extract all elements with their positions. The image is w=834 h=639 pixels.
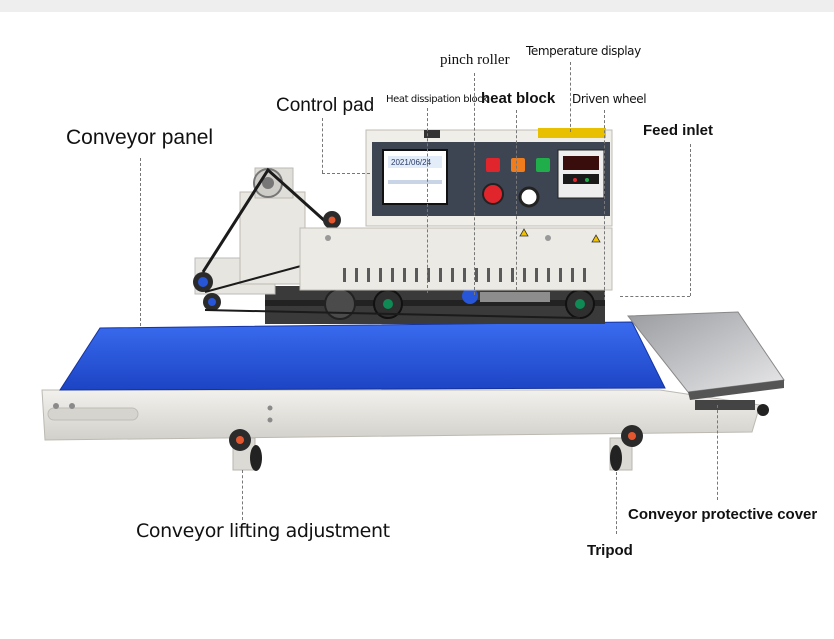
leader-tripod	[616, 472, 617, 534]
leader-heat-dissipation	[427, 108, 428, 293]
leader-temperature-display	[570, 62, 571, 132]
leader-driven-wheel	[604, 110, 605, 300]
leader-lifting-adjustment	[242, 470, 243, 520]
label-temperature-display: Temperature display	[526, 44, 641, 58]
screen-date: 2021/06/24	[391, 158, 432, 167]
leader-pinch-roller	[474, 73, 475, 295]
conveyor-frame	[41, 389, 761, 441]
label-conveyor-protective-cover: Conveyor protective cover	[628, 506, 818, 523]
protective-cover	[626, 311, 785, 416]
leader-heat-block	[516, 110, 517, 290]
conveyor-belt	[59, 321, 666, 391]
leader-protective-cover	[717, 405, 718, 500]
label-pinch-roller: pinch roller	[440, 52, 510, 68]
label-conveyor-lifting-adjustment: Conveyor lifting adjustment	[136, 520, 390, 542]
main-housing	[299, 227, 613, 291]
label-heat-dissipation-block: Heat dissipation block	[386, 94, 488, 105]
label-driven-wheel: Driven wheel	[572, 92, 647, 106]
leader-feed-inlet-v	[690, 144, 691, 296]
label-feed-inlet: Feed inlet	[643, 122, 714, 139]
leader-control-pad-h	[322, 173, 370, 174]
label-control-pad: Control pad	[276, 95, 375, 116]
leader-conveyor-panel	[140, 158, 141, 326]
conveyor-legs	[229, 425, 643, 471]
top-strip	[0, 0, 834, 12]
leader-feed-inlet-h	[620, 296, 690, 297]
label-tripod: Tripod	[587, 542, 633, 559]
label-heat-block: heat block	[481, 90, 556, 107]
label-conveyor-panel: Conveyor panel	[66, 126, 214, 149]
control-box	[365, 128, 613, 227]
belt-assembly	[193, 167, 581, 319]
leader-control-pad-v	[322, 118, 323, 173]
